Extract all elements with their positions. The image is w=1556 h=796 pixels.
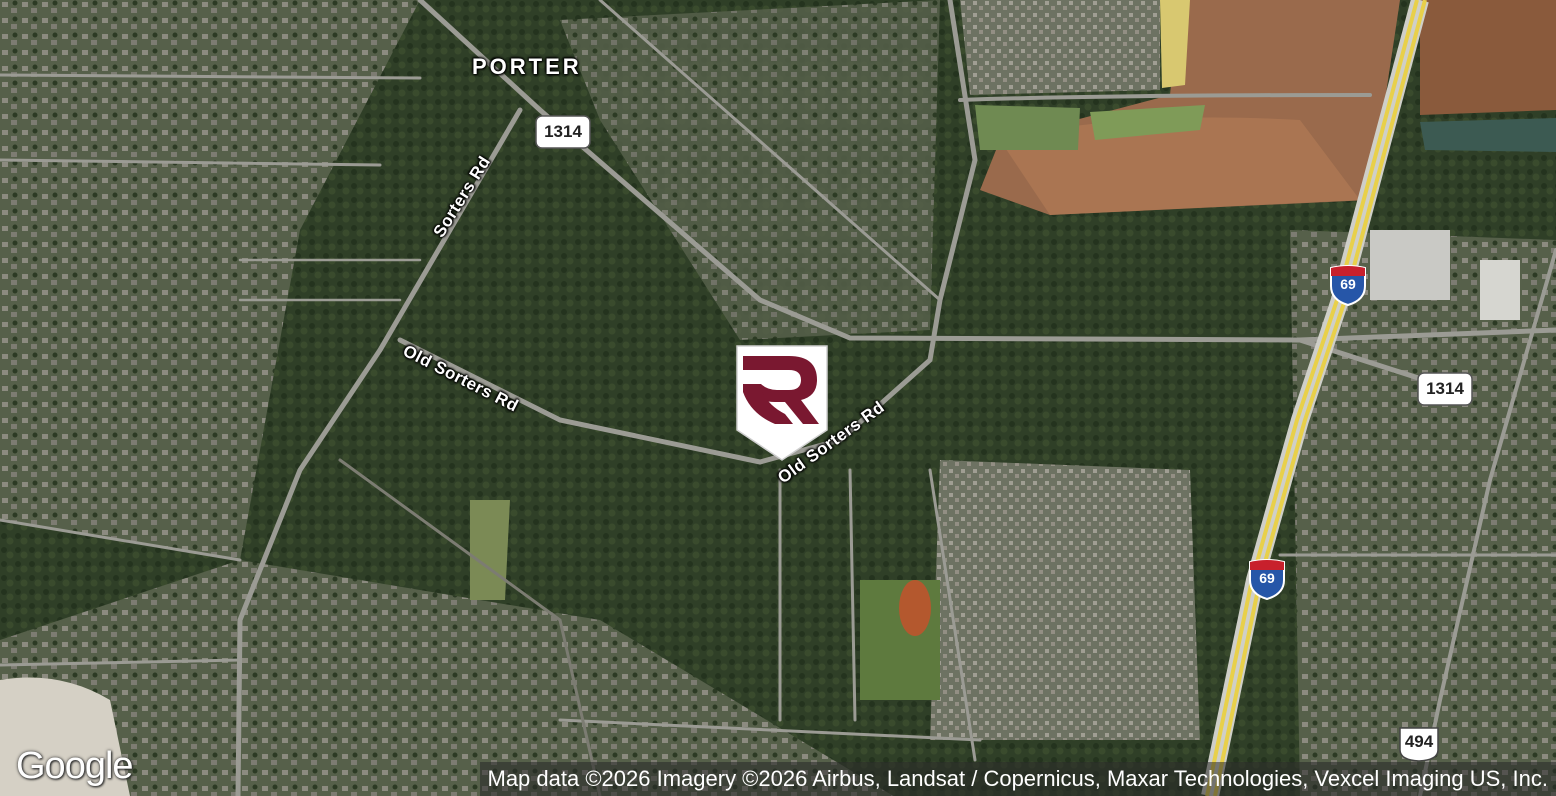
fm-shield-icon <box>535 115 591 149</box>
map-attribution[interactable]: Map data ©2026 Imagery ©2026 Airbus, Lan… <box>479 762 1556 796</box>
fm-shield-icon <box>1417 372 1473 406</box>
route-number: 1314 <box>1426 379 1464 398</box>
interstate-shield-icon <box>1249 559 1285 600</box>
state-highway-shield-icon <box>1399 727 1439 762</box>
route-shield-494: 494 <box>1396 726 1442 762</box>
interstate-shield-69-north: 69 <box>1328 264 1368 306</box>
location-pin-icon[interactable] <box>735 344 829 462</box>
route-number: 494 <box>1404 732 1434 751</box>
interstate-shield-69-south: 69 <box>1247 558 1287 600</box>
place-label-porter: PORTER <box>472 54 582 79</box>
route-number: 1314 <box>544 122 582 141</box>
interstate-shield-icon <box>1330 265 1366 306</box>
route-number: 69 <box>1340 276 1356 292</box>
google-logo: Google <box>16 745 134 787</box>
route-shield-1314-east: 1314 <box>1417 372 1473 406</box>
route-shield-1314-north: 1314 <box>535 115 591 149</box>
route-number: 69 <box>1259 570 1275 586</box>
